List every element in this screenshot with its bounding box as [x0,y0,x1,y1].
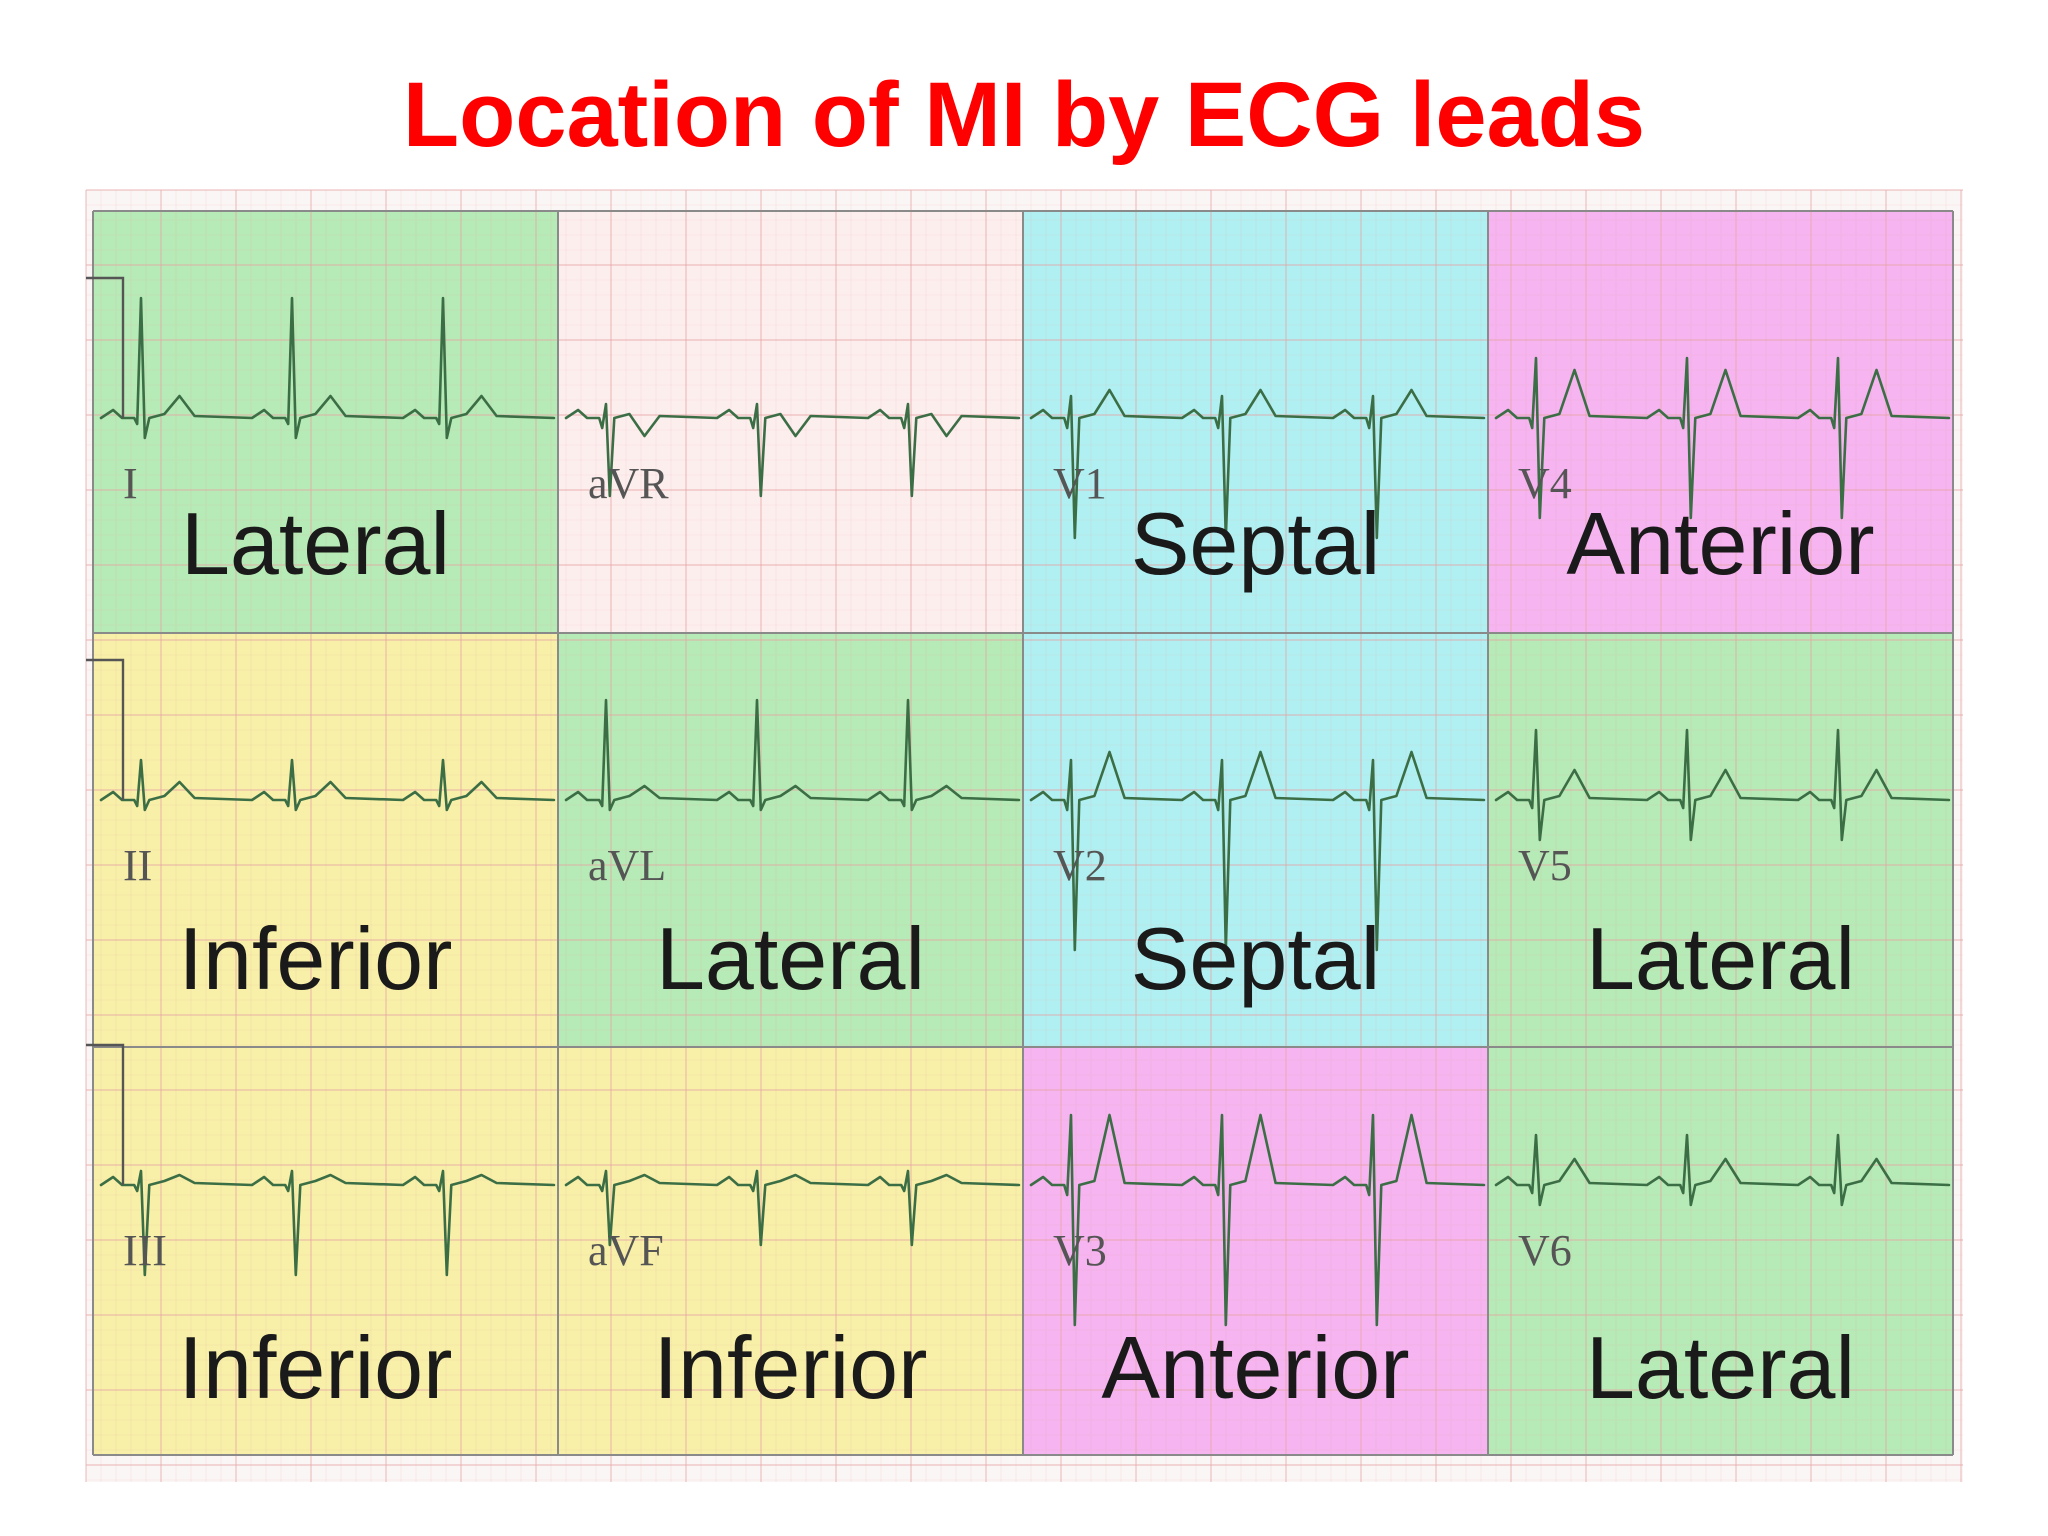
ecg-trace [1029,388,1486,540]
ecg-trace [1029,750,1486,952]
lead-label: I [123,459,138,508]
region-label: Lateral [1586,909,1855,1008]
lead-label: aVL [588,841,666,890]
region-cell [558,633,1023,1047]
ecg-trace [99,296,556,440]
region-label: Septal [1131,494,1381,593]
region-cell [93,633,558,1047]
region-label: Lateral [181,494,450,593]
ecg-trace [1029,1113,1486,1327]
ecg-trace [1494,1133,1951,1207]
region-cell [1023,211,1488,633]
region-label: Anterior [1101,1318,1409,1417]
region-label: Anterior [1566,494,1874,593]
lead-label: II [123,841,152,890]
calibration-pulse [86,1043,125,1185]
calibration-pulse [86,276,125,418]
region-cell [1023,633,1488,1047]
ecg-grid [85,189,1963,1482]
lead-label: V3 [1053,1226,1107,1275]
region-cell [1488,211,1953,633]
region-cell [1488,1047,1953,1455]
region-label: Inferior [179,1318,453,1417]
lead-label: aVR [588,459,669,508]
ecg-trace [99,1169,556,1277]
lead-label: V6 [1518,1226,1572,1275]
lead-label: V1 [1053,459,1107,508]
lead-label: aVF [588,1226,664,1275]
lead-label: V2 [1053,841,1107,890]
region-cell [93,1047,558,1455]
ecg-trace [1494,356,1951,520]
region-backgrounds [86,190,1963,1482]
ecg-trace [1494,728,1951,842]
lead-label: V4 [1518,459,1572,508]
region-label: Lateral [1586,1318,1855,1417]
region-label: Inferior [179,909,453,1008]
ecg-trace [99,758,556,812]
ecg-trace [564,1169,1021,1247]
page-title: Location of MI by ECG leads [402,64,1646,166]
region-label: Septal [1131,909,1381,1008]
ecg-trace [564,402,1021,498]
region-cell [1488,633,1953,1047]
region-cell [558,1047,1023,1455]
calibration-pulse [86,658,125,800]
lead-label: V5 [1518,841,1572,890]
region-label: Lateral [656,909,925,1008]
ecg-traces [86,276,1951,1327]
region-cell [558,211,1023,633]
ecg-trace [564,698,1021,812]
region-cell [93,211,558,633]
region-label: Inferior [654,1318,928,1417]
lead-label: III [123,1226,167,1275]
